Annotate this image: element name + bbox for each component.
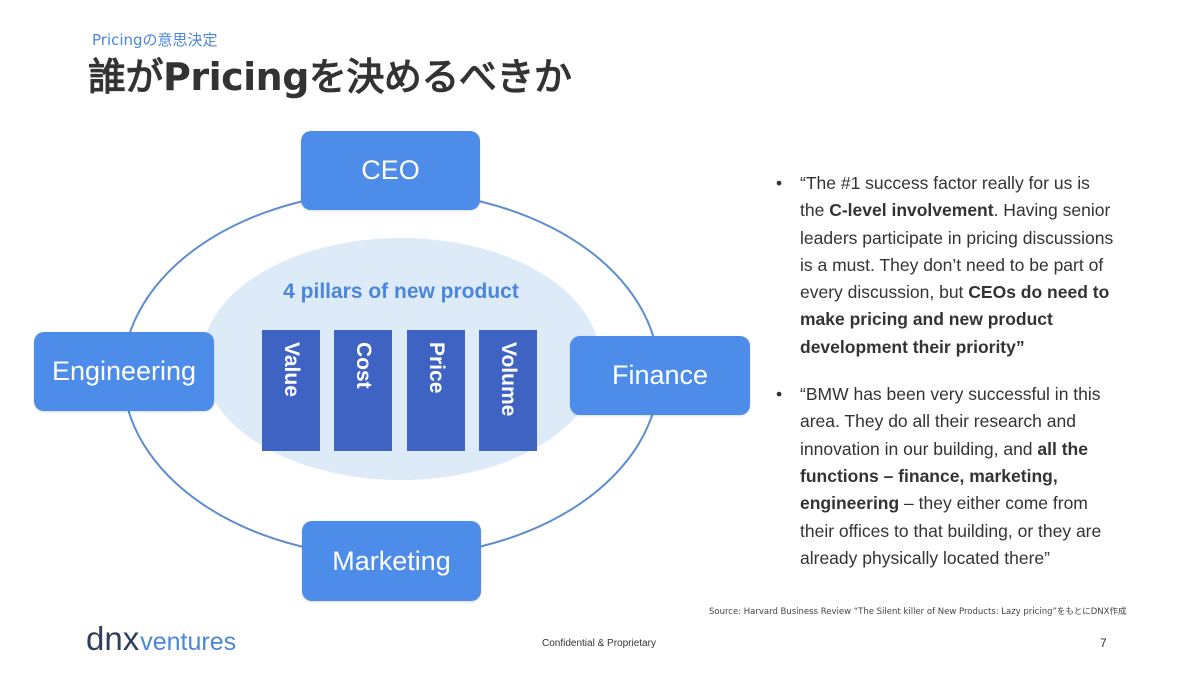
logo-ventures: ventures (140, 628, 237, 656)
quote-run: – they either come from their offices to… (800, 493, 1102, 568)
pillar-cost: Cost (334, 330, 392, 451)
pillar-label: Volume (497, 342, 520, 417)
eyebrow-label: Pricingの意思決定 (92, 31, 218, 49)
logo-dnx: dnx (86, 620, 140, 657)
source-note: Source: Harvard Business Review “The Sil… (709, 607, 1127, 617)
quote-item: • “BMW has been very successful in this … (776, 381, 1116, 572)
quote-emphasis: all the functions – finance, marketing, … (800, 438, 1088, 514)
pillar-volume: Volume (479, 330, 537, 451)
bullet-icon: • (776, 173, 783, 193)
bullet-icon: • (776, 384, 783, 405)
quote-run: “BMW has been very successful in this ar… (800, 384, 1101, 459)
pillar-label: Price (425, 342, 448, 394)
quote-text: “BMW has been very successful in this ar… (800, 384, 1101, 568)
quote-run: “The #1 success factor really for us is … (800, 173, 1090, 221)
node-finance: Finance (570, 336, 750, 415)
quote-text: “The #1 success factor really for us is … (800, 173, 1113, 357)
page-title: 誰がPricingを決めるべきか (88, 55, 572, 99)
node-marketing: Marketing (302, 521, 481, 601)
page-number: 7 (1100, 636, 1107, 650)
pillar-price: Price (407, 330, 465, 451)
quote-item: • “The #1 success factor really for us i… (776, 170, 1116, 361)
pillar-label: Value (280, 342, 303, 397)
confidential-label: Confidential & Proprietary (542, 638, 656, 649)
node-engineering: Engineering (34, 332, 214, 411)
node-ceo: CEO (301, 131, 480, 210)
pillar-label: Cost (352, 342, 375, 389)
company-logo: dnx ventures (86, 620, 236, 658)
quote-emphasis: CEOs do need to make pricing and new pro… (800, 282, 1110, 357)
pillar-value: Value (262, 330, 320, 451)
quote-emphasis: C-level involvement (829, 200, 994, 221)
quote-run: . Having senior leaders participate in p… (800, 200, 1114, 303)
quote-list: • “The #1 success factor really for us i… (776, 170, 1116, 572)
pillars-title: 4 pillars of new product (283, 280, 519, 303)
